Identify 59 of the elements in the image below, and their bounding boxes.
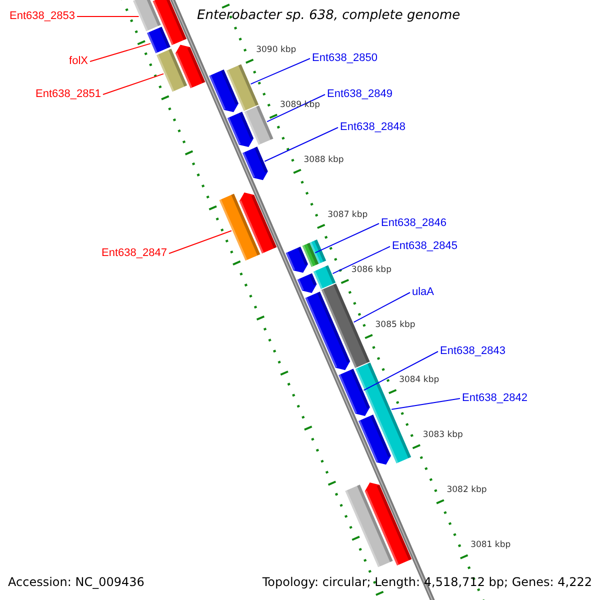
gene-feature bbox=[226, 64, 259, 111]
accession-text: Accession: NC_009436 bbox=[7, 574, 146, 590]
leader-line bbox=[332, 246, 390, 274]
gene-feature bbox=[227, 112, 254, 148]
gene-feature bbox=[297, 273, 317, 293]
tick-label: 3085 kbp bbox=[375, 320, 416, 332]
gene-feature bbox=[209, 70, 238, 112]
gene-label: Ent638_2850 bbox=[312, 52, 378, 65]
gene-feature bbox=[175, 44, 206, 88]
gene-label: Ent638_2845 bbox=[392, 240, 458, 253]
tick-label: 3083 kbp bbox=[422, 430, 463, 442]
gene-label: Ent638_2853 bbox=[10, 10, 75, 23]
gene-label: Ent638_2843 bbox=[440, 345, 506, 358]
gene-feature bbox=[156, 48, 188, 92]
gene-feature bbox=[313, 265, 336, 289]
gene-feature bbox=[358, 414, 391, 465]
gene-label: Ent638_2847 bbox=[102, 247, 167, 260]
gene-feature bbox=[152, 0, 187, 46]
gene-label: Ent638_2842 bbox=[462, 392, 528, 405]
gene-feature bbox=[310, 240, 326, 264]
gene-feature bbox=[286, 246, 308, 273]
gene-feature bbox=[242, 146, 268, 180]
leader-line bbox=[168, 230, 232, 254]
gene-label: folX bbox=[69, 55, 88, 68]
gene-label: Ent638_2848 bbox=[340, 121, 406, 134]
tick-label: 3087 kbp bbox=[328, 210, 368, 222]
gene-feature bbox=[305, 292, 350, 370]
gene-feature bbox=[345, 484, 393, 568]
gene-label: ulaA bbox=[412, 286, 434, 299]
tick-label: 3090 kbp bbox=[256, 44, 296, 56]
leader-line bbox=[250, 58, 310, 85]
gene-feature bbox=[239, 192, 277, 254]
leader-line bbox=[76, 16, 140, 17]
tick-label: 3088 kbp bbox=[304, 154, 344, 166]
leader-line bbox=[314, 223, 380, 254]
title: Enterobacter sp. 638, complete genome bbox=[196, 7, 462, 25]
tick-label: 3084 kbp bbox=[399, 375, 440, 386]
gene-label: Ent638_2849 bbox=[327, 88, 392, 101]
gene-feature bbox=[244, 106, 274, 145]
tick-label: 3082 kbp bbox=[446, 485, 487, 496]
gene-label: Ent638_2851 bbox=[36, 88, 101, 101]
leader-line bbox=[102, 73, 164, 95]
leader-line bbox=[90, 43, 151, 62]
tick-label: 3081 kbp bbox=[470, 540, 511, 552]
leader-line bbox=[264, 127, 338, 162]
gene-feature bbox=[338, 368, 370, 416]
gene-feature bbox=[302, 242, 319, 267]
gene-label: Ent638_2846 bbox=[381, 217, 446, 230]
leader-line bbox=[391, 398, 460, 410]
gene-feature bbox=[146, 26, 170, 54]
gene-feature bbox=[219, 194, 260, 261]
genome-info-text: Topology: circular; Length: 4,518,712 bp; Genes: 4,222 bbox=[261, 574, 593, 590]
tick-label: 3089 kbp bbox=[280, 100, 320, 111]
gene-feature bbox=[364, 482, 412, 566]
tick-label: 3086 kbp bbox=[351, 265, 392, 276]
leader-line bbox=[353, 292, 410, 323]
gene-feature bbox=[321, 284, 370, 368]
leader-line bbox=[266, 94, 326, 122]
gene-feature bbox=[133, 0, 161, 32]
